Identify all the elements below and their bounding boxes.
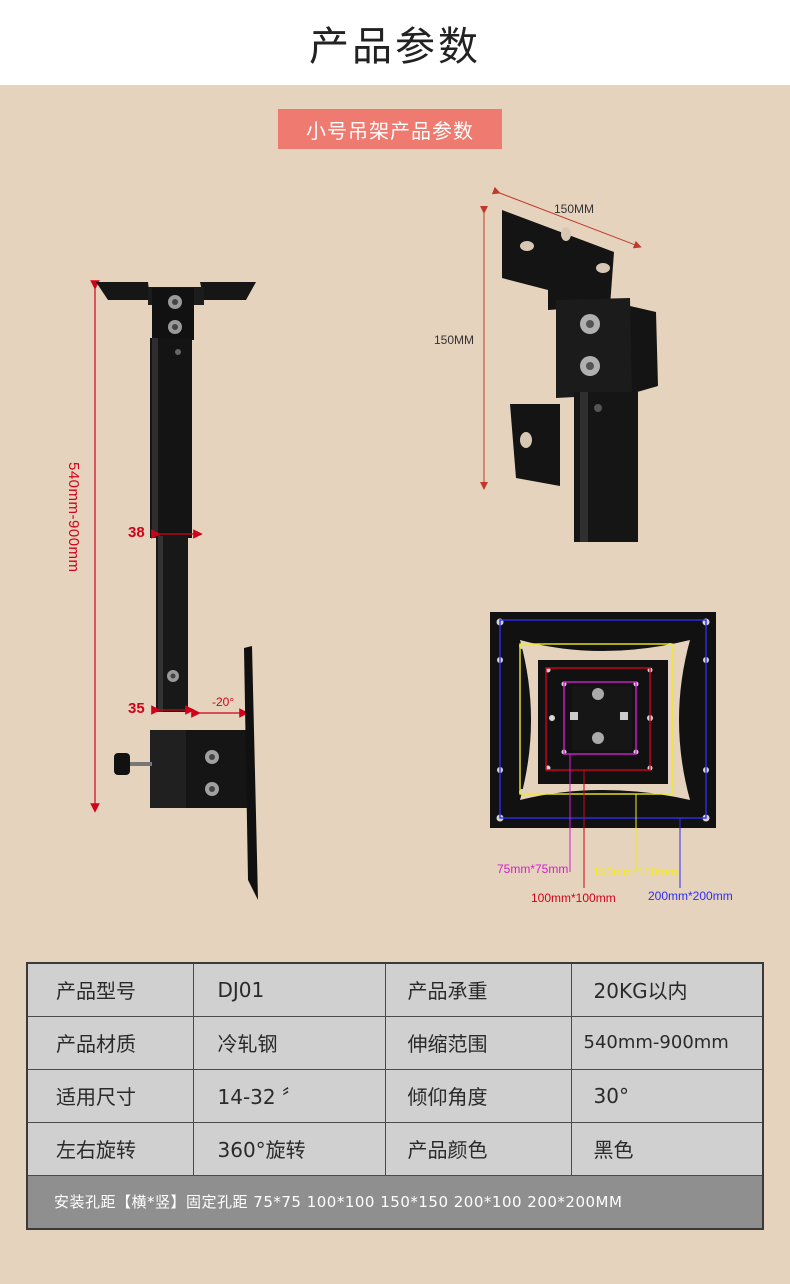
spec-label: 倾仰角度	[384, 1068, 572, 1123]
spec-label: 产品型号	[26, 962, 194, 1017]
spec-value: 黑色	[570, 1121, 764, 1176]
spec-value: 冷轧钢	[192, 1015, 386, 1070]
table-row: 产品材质 冷轧钢 伸缩范围 540mm-900mm	[26, 1015, 764, 1070]
vesa-100-label: 100mm*100mm	[531, 891, 616, 905]
tube-top-diameter-label: 38	[128, 524, 145, 541]
page-title: 产品参数	[309, 23, 481, 70]
spec-label: 产品材质	[26, 1015, 194, 1070]
spec-value: 20KG以内	[570, 962, 764, 1017]
table-row: 适用尺寸 14-32 〞 倾仰角度 30°	[26, 1068, 764, 1123]
vesa-200-label: 200mm*200mm	[648, 889, 733, 903]
spec-table: 产品型号 DJ01 产品承重 20KG以内 产品材质 冷轧钢 伸缩范围 540m…	[26, 962, 764, 1230]
vesa-150-label: 150mm*150mm	[593, 865, 678, 879]
spec-value: 30°	[570, 1068, 764, 1123]
vesa-75-label: 75mm*75mm	[497, 862, 569, 876]
table-row: 产品型号 DJ01 产品承重 20KG以内	[26, 962, 764, 1017]
vesa-plate-diagram	[490, 612, 716, 888]
table-footer-row: 安装孔距【横*竖】固定孔距 75*75 100*100 150*150 200*…	[26, 1174, 764, 1230]
spec-value: 360°旋转	[192, 1121, 386, 1176]
tube-bottom-diameter-label: 35	[128, 700, 145, 717]
hole-spacing-note: 安装孔距【横*竖】固定孔距 75*75 100*100 150*150 200*…	[26, 1174, 764, 1230]
spec-label: 伸缩范围	[384, 1015, 572, 1070]
tilt-angle-label: -20°	[212, 695, 235, 709]
spec-value: DJ01	[192, 962, 386, 1017]
table-row: 左右旋转 360°旋转 产品颜色 黑色	[26, 1121, 764, 1176]
page-header: 产品参数	[0, 0, 790, 85]
spec-value: 14-32 〞	[192, 1068, 386, 1123]
bracket-height-label: 150MM	[434, 333, 475, 347]
bracket-width-label: 150MM	[554, 202, 595, 216]
spec-label: 适用尺寸	[26, 1068, 194, 1123]
spec-label: 产品颜色	[384, 1121, 572, 1176]
spec-label: 左右旋转	[26, 1121, 194, 1176]
section-subtitle: 小号吊架产品参数	[278, 109, 502, 149]
spec-value: 540mm-900mm	[570, 1015, 764, 1070]
bracket-closeup-illustration	[480, 186, 658, 542]
spec-label: 产品承重	[384, 962, 572, 1017]
bracket-full-illustration	[90, 280, 258, 900]
